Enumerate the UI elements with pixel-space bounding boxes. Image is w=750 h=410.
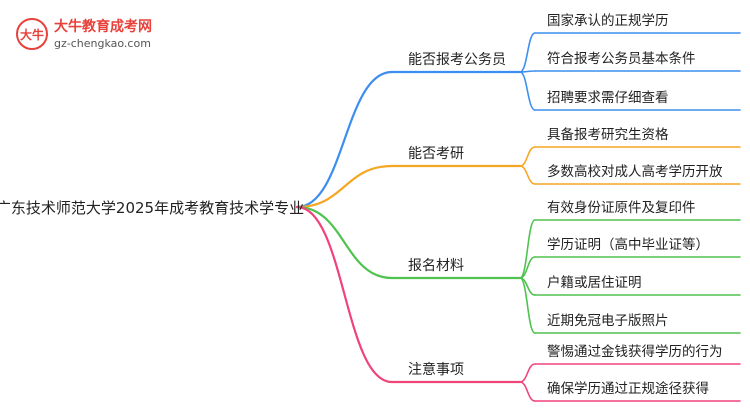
- leaf-label: 符合报考公务员基本条件: [547, 50, 696, 67]
- logo-badge-icon: [16, 18, 48, 50]
- branch-label: 注意事项: [408, 361, 464, 378]
- leaf-connector: [519, 381, 536, 402]
- leaf-label: 户籍或居住证明: [547, 274, 642, 291]
- root-topic: 广东技术师范大学2025年成考教育技术学专业: [0, 199, 304, 217]
- leaf-label: 确保学历通过正规途径获得: [547, 380, 709, 397]
- branch-connector: [295, 164, 394, 209]
- leaf-connector: [519, 165, 536, 185]
- branch-connector: [295, 205, 394, 384]
- leaf-connector: [519, 32, 536, 73]
- leaf-connector: [519, 277, 536, 334]
- logo-brand-name: 大牛教育成考网: [54, 18, 152, 35]
- leaf-label: 近期免冠电子版照片: [547, 313, 669, 329]
- leaf-label: 有效身份证原件及复印件: [547, 199, 696, 216]
- logo-badge-text: 大牛: [20, 27, 44, 42]
- branch-label: 能否考研: [408, 146, 464, 162]
- branch-connector: [295, 70, 394, 209]
- leaf-connector: [519, 256, 536, 279]
- leaf-connector: [519, 363, 536, 383]
- leaf-connector: [519, 146, 536, 167]
- mind-map-edges: [295, 32, 741, 402]
- leaf-label: 学历证明（高中毕业证等）: [547, 236, 709, 253]
- branch-label: 能否报考公务员: [408, 52, 506, 68]
- leaf-connector: [519, 219, 536, 279]
- logo-graphic: 大牛 大牛教育成考网 gz-chengkao.com: [16, 18, 152, 50]
- branch-label: 报名材料: [408, 258, 464, 274]
- mind-map-nodes: 广东技术师范大学2025年成考教育技术学专业 能否报考公务员 国家承认的正规学历符…: [0, 12, 723, 397]
- brand-logo: 大牛 大牛教育成考网 gz-chengkao.com: [14, 14, 174, 54]
- leaf-label: 国家承认的正规学历: [547, 12, 669, 29]
- branch-connector: [295, 205, 394, 280]
- leaf-connector: [519, 71, 536, 111]
- leaf-label: 具备报考研究生资格: [547, 126, 669, 143]
- logo-brand-url: gz-chengkao.com: [54, 37, 151, 50]
- leaf-label: 多数高校对成人高考学历开放: [547, 163, 723, 180]
- leaf-label: 招聘要求需仔细查看: [547, 90, 669, 106]
- leaf-label: 警惕通过金钱获得学历的行为: [547, 343, 723, 360]
